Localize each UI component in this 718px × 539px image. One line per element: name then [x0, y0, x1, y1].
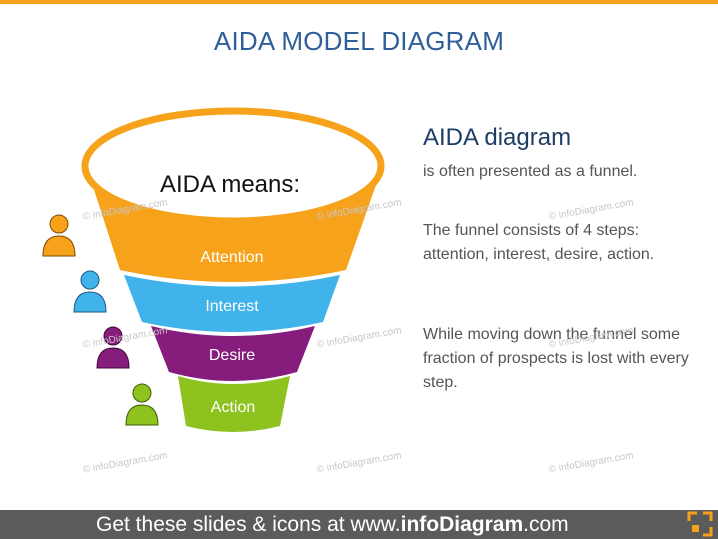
- description-heading: AIDA diagram: [423, 124, 572, 151]
- description-paragraph-1: is often presented as a funnel.: [423, 163, 638, 180]
- person-icon-action: [125, 383, 159, 426]
- description-paragraph-2: The funnel consists of 4 steps: attentio…: [423, 222, 655, 263]
- person-icon-attention: [42, 214, 76, 257]
- funnel-label-attention: Attention: [200, 249, 263, 266]
- funnel-step-interest: [124, 275, 340, 332]
- footer-bar: Get these slides & icons at www.infoDiag…: [0, 510, 718, 539]
- footer-brand: infoDiagram: [400, 513, 524, 536]
- description-paragraph-3: While moving down the funnel some fracti…: [423, 326, 689, 391]
- funnel-center-label: AIDA means:: [160, 171, 300, 198]
- infodiagram-logo-icon: [687, 511, 713, 537]
- footer-prefix: Get these slides & icons at www.: [96, 513, 401, 536]
- funnel-label-interest: Interest: [205, 298, 259, 315]
- person-icon-desire: [96, 326, 130, 369]
- funnel-label-action: Action: [211, 399, 255, 416]
- footer-suffix: .com: [523, 513, 569, 536]
- footer-link[interactable]: Get these slides & icons at www.infoDiag…: [96, 513, 569, 537]
- slide-title: AIDA MODEL DIAGRAM: [213, 26, 505, 56]
- funnel-step-action: [178, 376, 290, 432]
- funnel-step-desire: [151, 326, 315, 381]
- funnel-label-desire: Desire: [209, 347, 255, 364]
- person-icon-interest: [73, 270, 107, 313]
- funnel-rim: [81, 107, 385, 225]
- top-accent-bar: [0, 0, 718, 4]
